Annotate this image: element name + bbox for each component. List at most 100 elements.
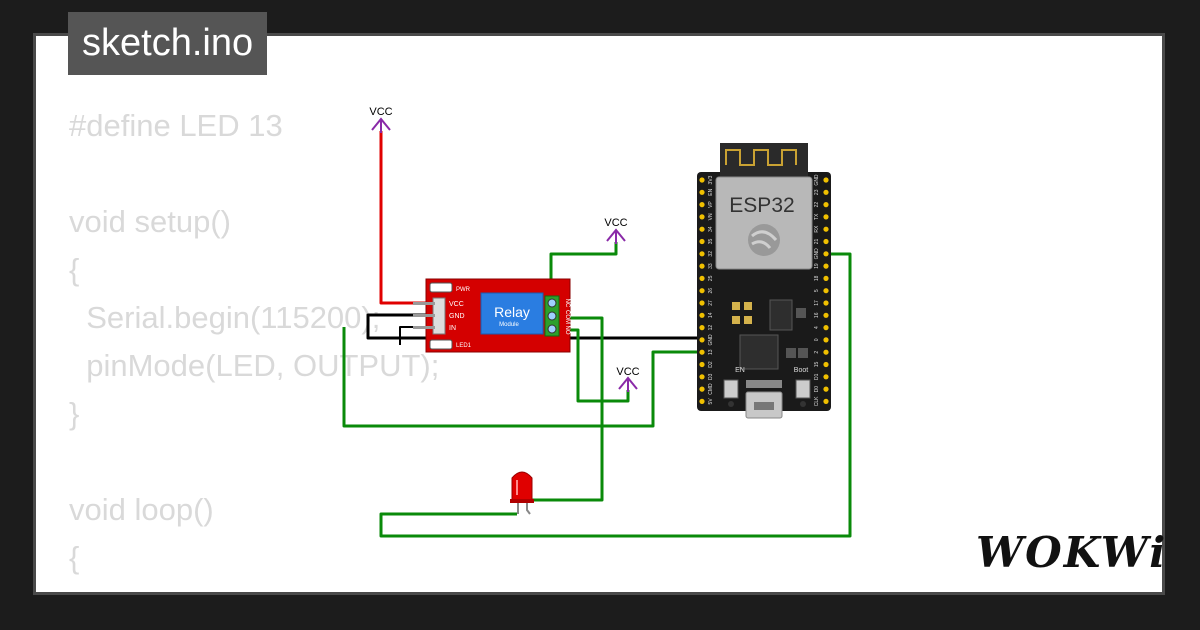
header-pin[interactable] [699,374,705,380]
pin-label: 21 [814,239,820,245]
pin-label: 14 [708,312,714,318]
header-pin[interactable] [823,300,829,306]
sketch-filename-tab[interactable]: sketch.ino [68,12,268,75]
code-line: Serial.begin(115200); [69,300,381,335]
pin-label: 16 [814,312,820,318]
pin-label: CLK [814,396,820,406]
pwr-led [429,282,453,293]
header-pin[interactable] [699,361,705,368]
header-pin[interactable] [699,177,705,183]
wire-nc-vcc[interactable] [549,242,618,302]
wire-vcc-relay[interactable] [379,131,433,305]
header-pin[interactable] [823,386,829,392]
screw-nc [547,298,557,308]
contact-label-nc: NC [564,299,570,308]
vcc-symbol-3: VCC [616,366,640,392]
pin-label: D2 [708,361,714,368]
pin-label: VN [708,213,714,220]
relay-subtitle: Module [499,322,519,328]
wire-led-gnd[interactable] [379,252,852,538]
header-pin[interactable] [823,337,829,343]
pin-label: 33 [708,263,714,269]
wokwi-logo-text: WOKWi [976,528,1168,577]
header-pin[interactable] [699,386,705,392]
header-pin[interactable] [823,325,829,331]
antenna-area [720,143,808,177]
pin-label: 23 [814,189,820,195]
header-pin[interactable] [699,349,705,355]
header-pin[interactable] [823,374,829,380]
pin-label: 5 [814,289,820,292]
header-pin[interactable] [699,214,705,220]
header-pin[interactable] [699,275,705,281]
pin-label: 5V [708,398,714,405]
pin-label: 25 [708,275,714,281]
header-pin[interactable] [823,349,829,355]
pin-label: 27 [708,300,714,306]
header-pin[interactable] [699,251,705,257]
header-pin[interactable] [823,226,829,232]
header-pin[interactable] [823,312,829,318]
header-pin[interactable] [823,238,829,245]
usb-pad [746,380,782,388]
pin-label: 13 [708,349,714,355]
code-line: { [69,252,80,287]
pin-label: 34 [708,226,714,232]
vcc-label: VCC [616,366,639,378]
code-line: void loop() [69,492,214,527]
header-pin[interactable] [699,300,705,306]
header-pin[interactable] [699,312,705,318]
header-pin[interactable] [823,214,829,220]
header-pin[interactable] [699,226,705,232]
header-pin[interactable] [699,288,705,294]
en-button-cap [728,401,734,407]
relay-title: Relay [494,304,530,320]
pin-label: D0 [814,386,820,393]
header-pin[interactable] [699,189,705,195]
relay-module[interactable]: PWR LED1 VCC GND IN Relay Module NC COM … [413,278,571,353]
pin-stub [413,326,435,329]
pin-label: D1 [814,373,820,380]
red-led[interactable] [510,471,534,515]
smd-component [732,302,740,310]
header-pin[interactable] [699,238,705,245]
header-pin[interactable] [823,189,829,195]
esp32-module [715,176,813,270]
pin-label: D3 [708,373,714,380]
header-pin[interactable] [823,361,829,368]
header-pin[interactable] [823,263,829,269]
boot-button [795,379,811,399]
power-arrow-icon [606,228,626,244]
wire-relay-in-esp[interactable] [342,327,700,428]
header-pin[interactable] [823,398,829,404]
header-pin[interactable] [699,325,705,331]
header-pin[interactable] [823,275,829,281]
header-pin[interactable] [823,177,829,183]
pwr-label: PWR [456,287,471,293]
header-pin[interactable] [699,263,705,269]
header-pin[interactable] [823,251,829,257]
header-pin[interactable] [699,202,705,208]
esp32-board[interactable]: ESP32 3V3ENVPVN343532332526271412GND13D2… [697,143,831,419]
pin-label: RX [814,225,820,233]
pin-label: GND [708,334,714,346]
header-pin[interactable] [699,398,705,404]
pin-label: 15 [814,362,820,368]
header-pin[interactable] [699,337,705,343]
pin-label: 3V3 [708,175,714,184]
code-line: digitalWrite(LED, LOW); [69,582,439,592]
pin-stub [413,302,435,305]
pin-stub [413,314,435,317]
header-pin[interactable] [823,288,829,294]
smd-component [798,348,808,358]
pin-label: GND [814,248,820,259]
smd-component [744,302,752,310]
left-pin-labels: 3V3ENVPVN343532332526271412GND13D2D3CMD5… [708,175,714,404]
right-header-pins [823,177,829,404]
led-rim [510,499,534,503]
screw-com [547,311,557,321]
header-pin[interactable] [823,202,829,208]
code-background: #define LED 13 void setup(){ Serial.begi… [69,102,439,592]
wire-com-led[interactable] [529,316,604,502]
